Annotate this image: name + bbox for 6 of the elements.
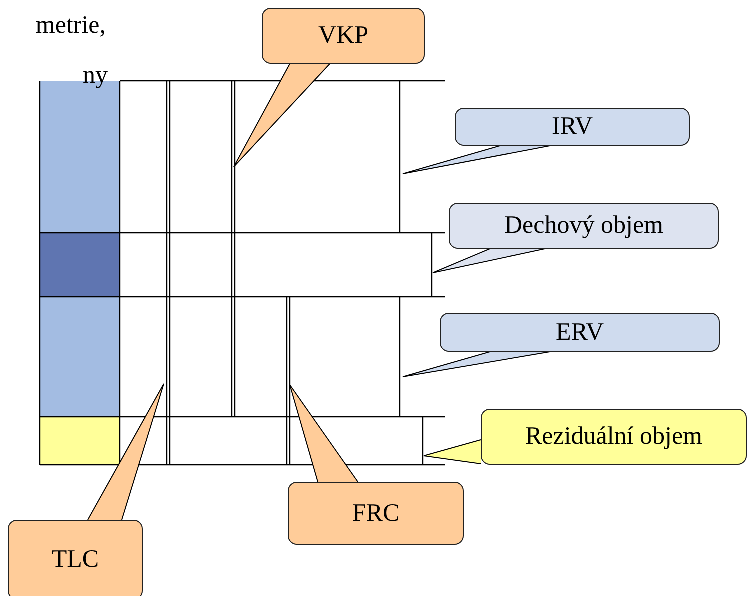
heading-fragment: ny xyxy=(83,62,108,90)
callout-bubble: TLC xyxy=(8,520,143,596)
callout-bubble: VKP xyxy=(262,8,425,64)
callout-bubble: FRC xyxy=(288,482,464,545)
callout-bubble: Reziduální objem xyxy=(481,409,747,465)
heading-fragment: metrie, xyxy=(36,12,106,40)
